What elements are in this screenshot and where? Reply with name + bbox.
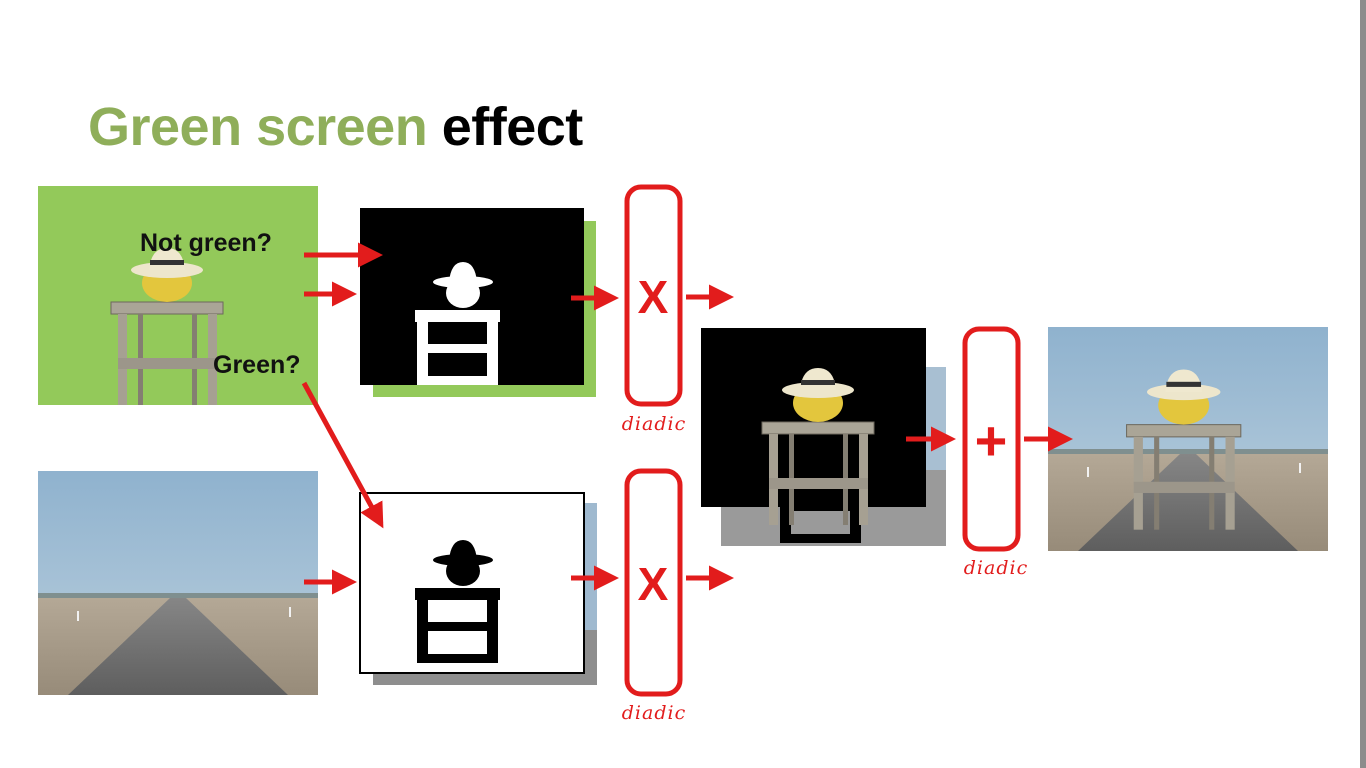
multiply-operator-bottom: X bbox=[624, 468, 683, 697]
green-label: Green? bbox=[213, 351, 301, 379]
background-road-photo bbox=[37, 470, 319, 696]
multiply-symbol-top: X bbox=[638, 271, 669, 323]
title-black-part: effect bbox=[441, 97, 584, 157]
multiply-operator-top: X bbox=[624, 184, 683, 407]
diadic-caption-bottom: diadic bbox=[622, 702, 686, 724]
slide-title: Green screen effect bbox=[88, 96, 583, 158]
add-operator: + bbox=[962, 326, 1021, 552]
arrows bbox=[301, 242, 1073, 595]
slide-edge bbox=[1360, 0, 1366, 768]
masked-composite-image bbox=[701, 328, 946, 546]
final-composite-photo bbox=[1047, 326, 1329, 552]
red-arrow-icon bbox=[301, 381, 384, 529]
add-symbol: + bbox=[975, 409, 1008, 472]
title-green-part: Green screen bbox=[88, 97, 428, 157]
not-green-label: Not green? bbox=[140, 229, 272, 257]
green-screen-photo bbox=[38, 186, 318, 406]
diadic-caption-add: diadic bbox=[964, 557, 1028, 579]
foreground-mask-image bbox=[360, 208, 596, 397]
background-mask-image bbox=[359, 492, 597, 685]
multiply-symbol-bottom: X bbox=[638, 558, 669, 610]
diadic-caption-top: diadic bbox=[622, 413, 686, 435]
